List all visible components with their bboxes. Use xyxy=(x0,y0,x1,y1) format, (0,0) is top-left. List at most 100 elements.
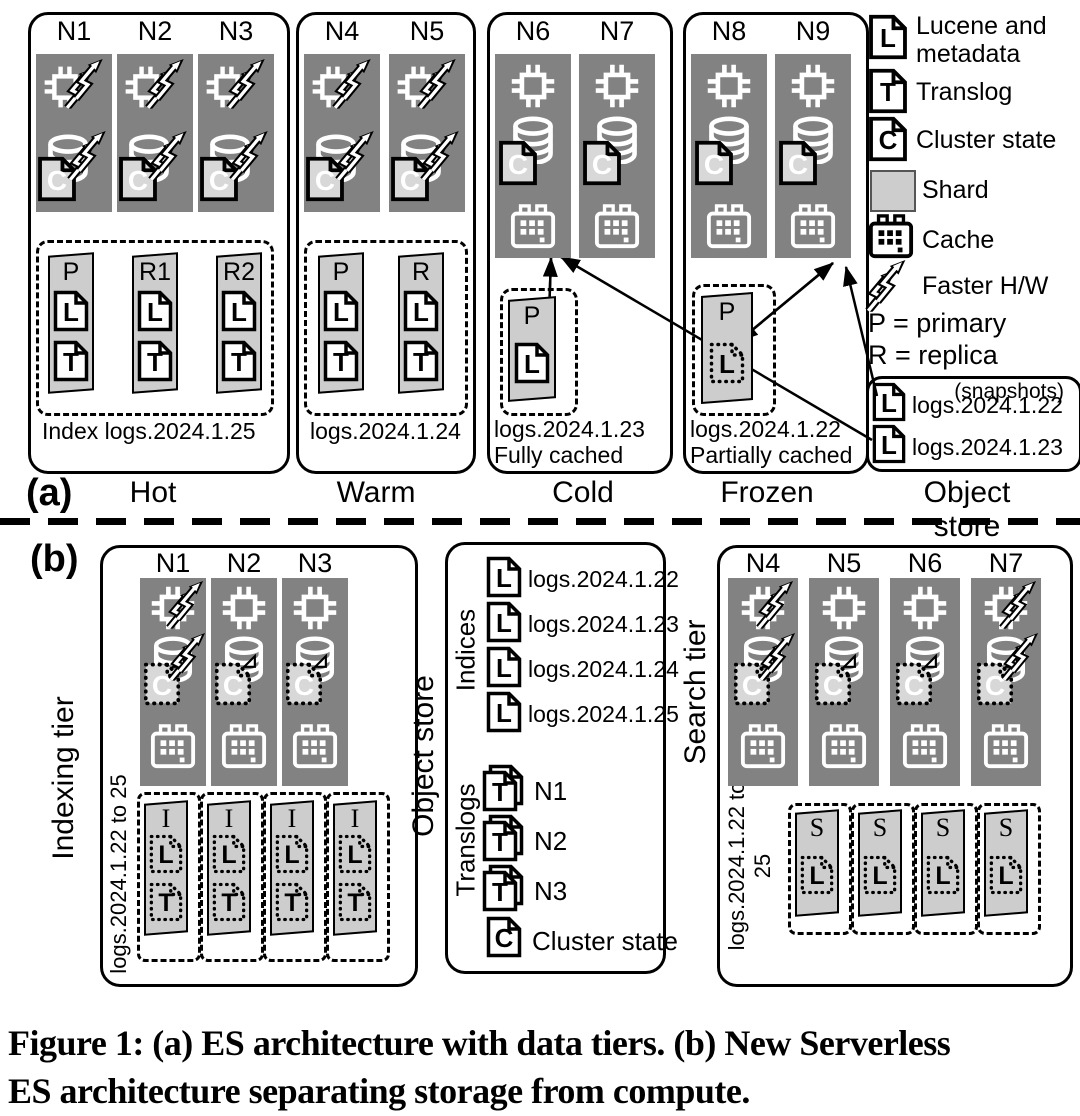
doc-icon: L xyxy=(137,290,173,332)
doc-letter: C xyxy=(787,148,809,180)
doc-letter: L xyxy=(881,388,897,418)
doc-letter: L xyxy=(284,841,300,869)
cache-icon xyxy=(150,724,196,770)
doc-letter: T xyxy=(492,777,508,807)
cache-icon xyxy=(740,724,786,770)
doc-icon: L xyxy=(323,290,359,332)
faster-hw-icon xyxy=(144,56,192,110)
doc-icon: T xyxy=(137,340,173,382)
shard-dash-group xyxy=(788,803,852,935)
doc-letter: L xyxy=(63,297,79,327)
faster-hw-icon xyxy=(755,578,801,630)
faster-hw-icon xyxy=(416,56,464,110)
doc-letter: L xyxy=(935,862,951,890)
shard-label: I xyxy=(161,804,171,833)
node-title: N5 xyxy=(409,16,445,46)
index-group-warm xyxy=(304,240,468,416)
doc-icon: C xyxy=(498,140,538,186)
doc-icon: L xyxy=(926,855,960,895)
tier-name-frozen: Frozen xyxy=(720,476,814,509)
doc-icon: T xyxy=(212,882,246,922)
doc-icon: L xyxy=(800,855,834,895)
doc-letter: L xyxy=(413,297,429,327)
doc-letter: C xyxy=(46,164,68,196)
faster-hw-icon xyxy=(998,578,1044,630)
doc-letter: T xyxy=(880,77,896,107)
legend-faster-hw-icon xyxy=(864,258,914,312)
faster-hw-icon xyxy=(334,128,382,182)
legend-cache-icon xyxy=(868,214,914,260)
index-group-hot xyxy=(36,240,274,416)
shard-label: P xyxy=(523,302,541,330)
index-file-label: logs.2024.1.24 xyxy=(528,656,679,682)
legend-cluster-doc-icon: C xyxy=(868,116,908,162)
node-title: N8 xyxy=(711,16,747,46)
cluster-state-doc-icon: C xyxy=(486,916,522,958)
shard-label: I xyxy=(350,804,360,833)
legend-faster-hw-label: Faster H/W xyxy=(922,272,1049,300)
faster-hw-icon xyxy=(1000,630,1046,682)
doc-letter: C xyxy=(208,164,230,196)
shard-dash-group xyxy=(263,792,327,962)
section-divider xyxy=(0,518,1080,525)
doc-letter: T xyxy=(63,347,79,377)
shard-label: I xyxy=(287,804,297,833)
doc-icon: L xyxy=(212,834,246,874)
doc-letter: T xyxy=(158,889,174,917)
faster-hw-icon xyxy=(167,630,213,682)
doc-icon: C xyxy=(305,156,345,202)
doc-icon: T xyxy=(149,882,183,922)
translog-node-label: N3 xyxy=(534,876,568,906)
doc-icon: C xyxy=(390,156,430,202)
node-column: C xyxy=(579,54,655,258)
faster-hw-icon xyxy=(331,56,379,110)
cache-icon xyxy=(706,204,752,250)
cache-icon xyxy=(292,724,338,770)
doc-icon: T xyxy=(323,340,359,382)
shard-dash-group xyxy=(851,803,915,935)
doc-icon: C xyxy=(214,662,252,706)
shard-dash-group xyxy=(977,803,1041,935)
doc-letter: L xyxy=(333,297,349,327)
legend-cache-label: Cache xyxy=(922,226,995,254)
translog-stack-icon: T xyxy=(482,864,524,912)
node-column: C xyxy=(691,54,767,258)
node-title: N4 xyxy=(324,16,360,46)
doc-icon: C xyxy=(733,662,771,706)
cache-icon xyxy=(594,204,640,250)
node-title: N1 xyxy=(155,548,191,578)
doc-letter: C xyxy=(591,148,613,180)
shard-label: S xyxy=(935,813,951,842)
doc-icon: L xyxy=(221,290,257,332)
node-title: N4 xyxy=(745,548,781,578)
doc-letter: L xyxy=(998,862,1014,890)
legend-shard-label: Shard xyxy=(922,176,989,204)
index-lucene-doc-icon: L xyxy=(486,646,522,688)
snapshot-label: logs.2024.1.23 xyxy=(912,434,1063,460)
doc-letter: L xyxy=(221,841,237,869)
object-store-b-box xyxy=(445,542,666,974)
translog-stack-icon: T xyxy=(482,814,524,862)
indexing-tier-title: Indexing tier xyxy=(47,696,80,860)
doc-letter: L xyxy=(158,841,174,869)
node-column: C xyxy=(198,54,274,212)
doc-icon: C xyxy=(694,140,734,186)
doc-letter: T xyxy=(413,347,429,377)
doc-icon: C xyxy=(37,156,77,202)
doc-letter: C xyxy=(293,669,315,701)
cpu-icon xyxy=(820,584,868,632)
doc-icon: T xyxy=(275,882,309,922)
cpu-icon xyxy=(593,62,641,110)
node-title: N3 xyxy=(218,16,254,46)
caption-line-1: Figure 1: (a) ES architecture with data … xyxy=(8,1023,951,1063)
doc-letter: C xyxy=(703,148,725,180)
legend-translog-label: Translog xyxy=(916,78,1013,106)
index-file-label: logs.2024.1.25 xyxy=(528,701,679,727)
node-column: C xyxy=(495,54,571,258)
